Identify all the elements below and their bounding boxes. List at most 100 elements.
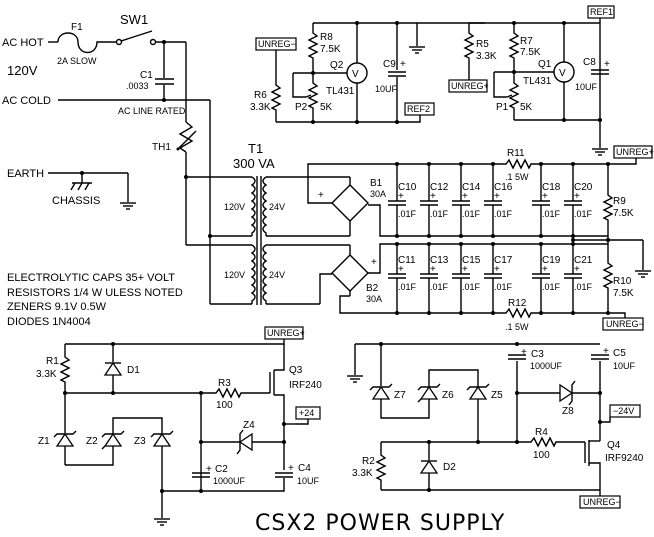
c3-plus: + xyxy=(521,347,527,358)
z8-ref: Z8 xyxy=(562,406,574,417)
ac-hot-label: AC HOT xyxy=(2,37,44,49)
b1-ref: B1 xyxy=(370,178,383,189)
c5-plus: + xyxy=(603,346,609,357)
r1-value: 3.3K xyxy=(36,369,57,380)
cap-value: .01F xyxy=(574,209,593,219)
cap-plus: + xyxy=(542,191,548,202)
cap-ref: C11 xyxy=(398,255,416,266)
r10-value: 7.5K xyxy=(613,288,634,299)
z5-ref: Z5 xyxy=(491,390,503,401)
filter-cap-c12: C12+ .01F xyxy=(420,162,449,238)
cap-ref: C17 xyxy=(494,255,513,266)
th1-ref: TH1 xyxy=(152,142,171,153)
r11-value: .1 5W xyxy=(505,172,529,182)
filter-cap-c19: C19+ .01F xyxy=(532,242,561,315)
q3-ref: Q3 xyxy=(289,365,303,376)
cap-value: .01F xyxy=(430,282,449,292)
r3-ref: R3 xyxy=(218,378,231,389)
b1-plus: + xyxy=(318,190,324,201)
ground-icon xyxy=(634,270,652,278)
cap-ref: C20 xyxy=(574,182,593,193)
earth-ground-icon xyxy=(119,202,137,210)
filter-cap-c21: C21+.01F xyxy=(564,242,593,315)
q2-value: TL431 xyxy=(326,86,355,97)
earth-label: EARTH xyxy=(7,168,44,180)
ground-icon xyxy=(591,148,609,156)
d1-ref: D1 xyxy=(127,365,140,376)
cap-ref: C15 xyxy=(462,255,481,266)
c2-value: 1000UF xyxy=(213,476,246,486)
cap-plus: + xyxy=(462,264,468,275)
cap-ref: C12 xyxy=(430,182,449,193)
r1-ref: R1 xyxy=(46,356,59,367)
q2-v-mark: V xyxy=(352,69,359,80)
q1-ref: Q1 xyxy=(538,59,552,70)
cap-value: .01F xyxy=(430,209,449,219)
r7-value: 7.5K xyxy=(520,47,541,58)
ac-input-section: AC HOT 120V AC COLD F1 2A SLOW SW1 C1 .0… xyxy=(2,12,211,245)
ground-icon xyxy=(153,518,171,526)
thermistor-icon xyxy=(178,121,194,153)
filter-cap-c16: C16+ .01F xyxy=(484,162,513,238)
c4-ref: C4 xyxy=(298,463,311,474)
ref2-regulator: V + UNREG− REF2 R8 7.5K Q2 TL431 P2 5K R… xyxy=(250,21,485,124)
filter-cap-c10: C10+.01F xyxy=(388,162,417,238)
switch-icon xyxy=(120,30,153,42)
r9-value: 7.5K xyxy=(613,208,634,219)
t1-ref: T1 xyxy=(248,141,263,156)
c1-ref: C1 xyxy=(140,70,153,81)
schematic-title: CSX2 POWER SUPPLY xyxy=(255,511,505,536)
filter-cap-c13: C13+.01F xyxy=(420,242,449,315)
c8-ref: C8 xyxy=(583,57,596,68)
r12-ref: R12 xyxy=(508,298,527,309)
cap-ref: C19 xyxy=(542,255,561,266)
r6-ref: R6 xyxy=(254,90,267,101)
c9-value: 10UF xyxy=(375,84,398,94)
unreg-plus-in-label: UNREG+ xyxy=(267,328,305,338)
r3-value: 100 xyxy=(216,400,233,411)
unreg-minus-port-label: UNREG− xyxy=(606,319,644,329)
filter-cap-c17: C17+ .01F xyxy=(484,242,513,315)
q4-value: IRF9240 xyxy=(605,453,644,464)
cap-value: .01F xyxy=(542,209,561,219)
notes: ELECTROLYTIC CAPS 35+ VOLT RESISTORS 1/4… xyxy=(7,272,183,328)
cap-plus: + xyxy=(542,264,548,275)
b2-value: 30A xyxy=(366,294,382,304)
note-4: DIODES 1N4004 xyxy=(7,316,91,328)
cap-plus: + xyxy=(494,264,500,275)
r12-value: .1 5W xyxy=(505,322,529,332)
cap-plus: + xyxy=(430,191,436,202)
cap-value: .01F xyxy=(542,282,561,292)
q3-value: IRF240 xyxy=(289,380,322,391)
c1-note: AC LINE RATED xyxy=(118,106,186,116)
cap-ref: C18 xyxy=(542,182,561,193)
cap-value: .01F xyxy=(462,282,481,292)
b2-plus: + xyxy=(371,257,377,268)
plus24-regulator: UNREG+ R1 3.3K D1 R3 100 Q3 IRF240 +24 xyxy=(36,326,322,526)
bridge-rectifier-icon xyxy=(331,184,369,222)
transformer-t1: T1 300 VA 120V 24V 120V 24V xyxy=(184,141,350,305)
c1-value: .0033 xyxy=(126,81,149,91)
cap-plus: + xyxy=(574,191,580,202)
z6-ref: Z6 xyxy=(442,390,454,401)
cap-plus: + xyxy=(398,264,404,275)
r9-r10: R9 7.5K R10 7.5K UNREG+ UNREG− xyxy=(571,145,654,331)
b1-value: 30A xyxy=(370,189,386,199)
cap-value: .01F xyxy=(398,282,417,292)
z2-ref: Z2 xyxy=(86,436,98,447)
unreg-minus-in-label: UNREG− xyxy=(583,497,621,507)
ground-icon xyxy=(346,375,364,383)
cap-value: .01F xyxy=(494,282,513,292)
unreg-plus-ref-port xyxy=(448,79,488,93)
r9-ref: R9 xyxy=(613,196,626,207)
unreg-minus-in-port xyxy=(579,495,621,509)
note-1: ELECTROLYTIC CAPS 35+ VOLT xyxy=(7,272,175,284)
cap-plus: + xyxy=(494,191,500,202)
filter-capacitor-bank: C10+.01FC12+.01FC14+.01FC16+.01FC18+.01F… xyxy=(388,162,593,315)
r2-ref: R2 xyxy=(362,456,375,467)
z3-ref: Z3 xyxy=(134,436,146,447)
cap-ref: C16 xyxy=(494,182,513,193)
q1-v-mark: V xyxy=(559,68,566,79)
cap-value: .01F xyxy=(494,209,513,219)
